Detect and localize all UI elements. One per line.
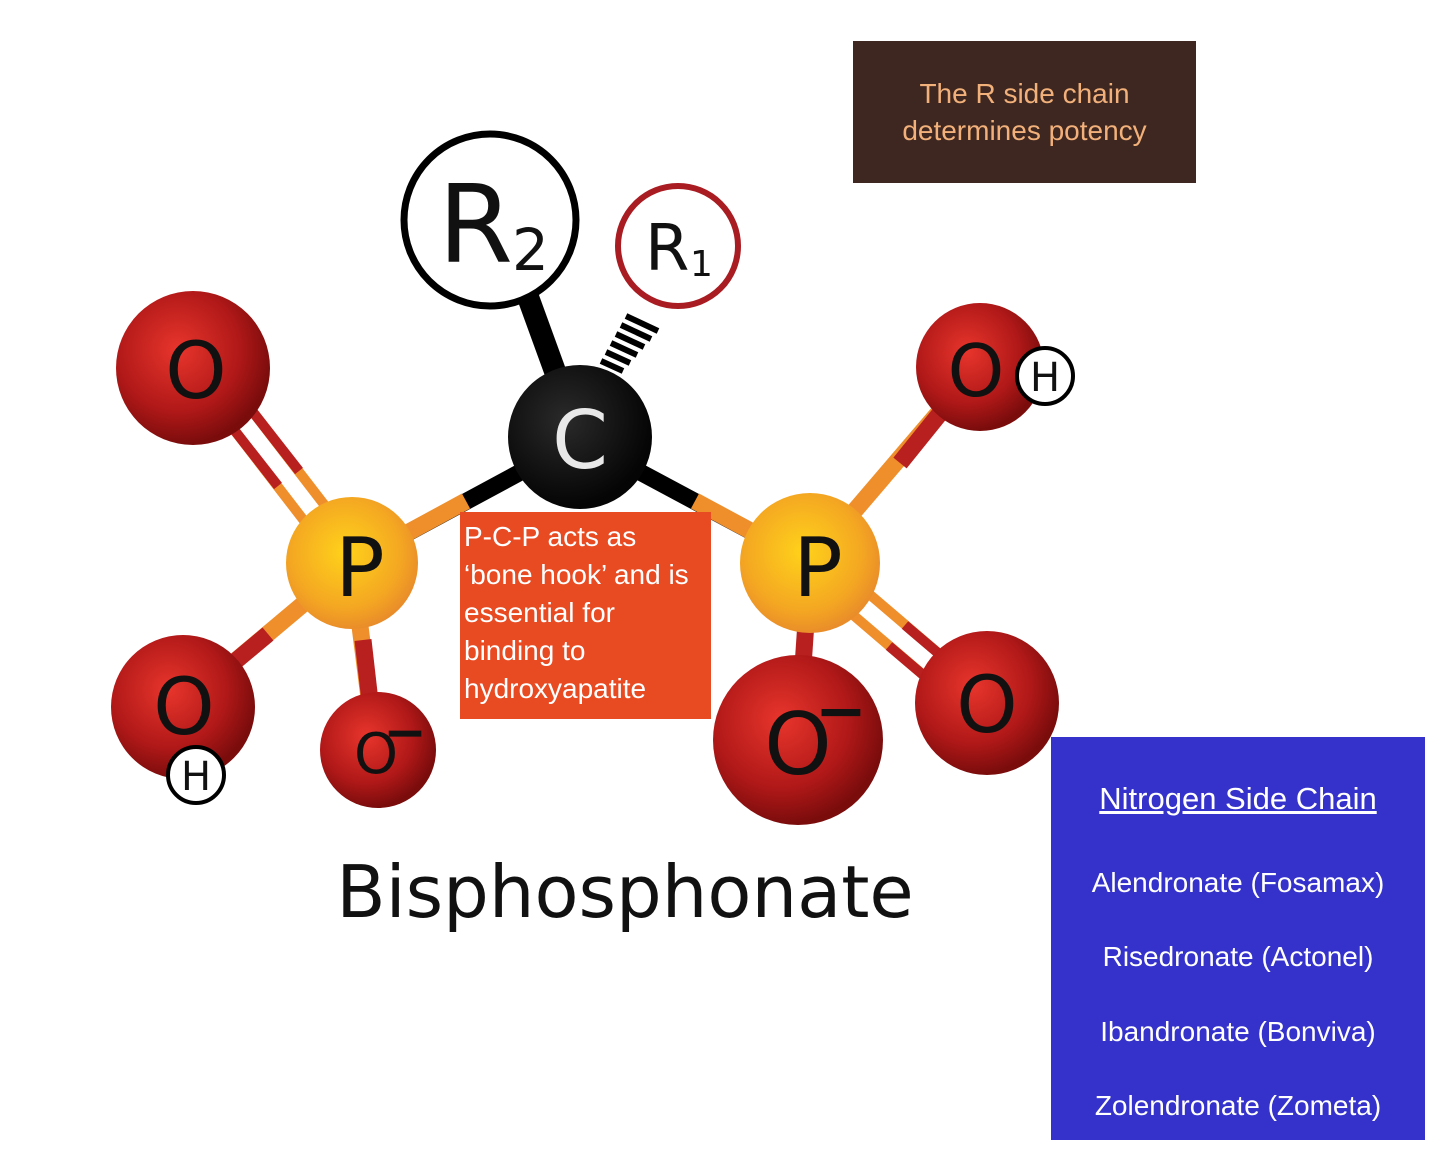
r2-label: R (438, 163, 513, 288)
drug-list-item: Risedronate (Actonel) (1102, 941, 1374, 972)
r2-group: R 2 (400, 130, 580, 310)
svg-text:P: P (335, 521, 384, 616)
r1-group: R 1 (615, 183, 741, 309)
carbon-atom: C (508, 365, 652, 509)
svg-text:O: O (354, 722, 398, 787)
r2-subscript: 2 (512, 216, 549, 284)
hydrogen-atom-bottom-left: H (166, 745, 226, 805)
diagram-title: Bisphosphonate (336, 850, 914, 934)
phosphorus-atom-right: P (740, 493, 880, 633)
hydrogen-atom-top-right: H (1015, 346, 1075, 406)
r1-subscript: 1 (690, 244, 713, 285)
pcp-bone-hook-note: P-C-P acts as ‘bone hook’ and is essenti… (460, 512, 711, 719)
svg-text:O: O (956, 661, 1017, 751)
r1-label: R (645, 212, 689, 286)
svg-text:O: O (153, 663, 214, 753)
phosphorus-atom-left: P (286, 497, 418, 629)
drug-list-item: Ibandronate (Bonviva) (1100, 1016, 1376, 1047)
panel-heading: Nitrogen Side Chain (1099, 781, 1377, 816)
r-side-chain-note: The R side chain determines potency (853, 41, 1196, 183)
oxygen-atom-bottom-right: O (915, 631, 1059, 775)
bond-c-r1-hashed (594, 313, 660, 382)
svg-text:O: O (165, 327, 226, 417)
svg-text:C: C (552, 394, 608, 487)
oxygen-atom-bottom-left: O (111, 635, 255, 779)
oxygen-atom-top-left: O (116, 291, 270, 445)
drug-list-item: Alendronate (Fosamax) (1091, 867, 1385, 898)
oxygen-anion-right: O − (713, 655, 883, 825)
svg-text:H: H (181, 754, 211, 800)
negative-charge-left: − (383, 703, 427, 763)
negative-charge-right: − (815, 674, 867, 747)
svg-text:O: O (764, 695, 832, 795)
drug-list-item: Zolendronate (Zometa) (1094, 1090, 1382, 1121)
svg-text:O: O (948, 329, 1005, 413)
nitrogen-side-chain-panel: Nitrogen Side Chain Alendronate (Fosamax… (1051, 737, 1425, 1140)
oxygen-anion-left: O − (320, 692, 436, 808)
svg-text:P: P (793, 521, 842, 616)
oxygen-atom-top-right: O (916, 303, 1044, 431)
svg-text:H: H (1030, 355, 1060, 401)
